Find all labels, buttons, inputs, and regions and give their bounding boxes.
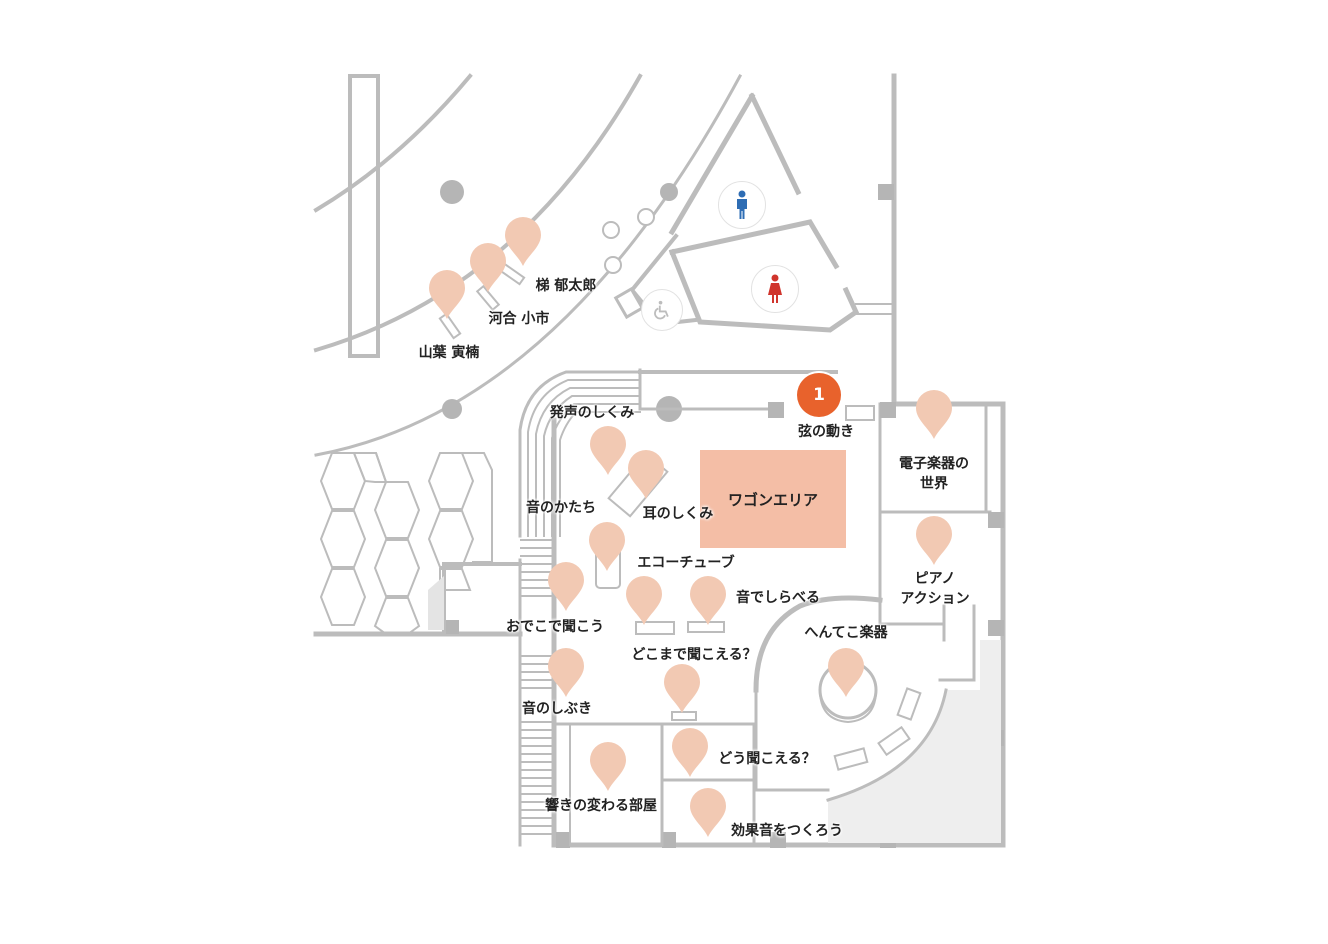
column (660, 183, 678, 201)
wall-arc (313, 73, 473, 213)
stairs (559, 411, 641, 537)
wall-segment (613, 286, 645, 320)
map-pin-icon[interactable] (671, 728, 709, 778)
bench (896, 687, 922, 721)
label-dou[interactable]: どう聞こえる？ (718, 751, 816, 767)
label-katachi[interactable]: 音のかたち (526, 500, 596, 516)
column (878, 184, 894, 200)
label-piano[interactable]: ピアノ アクション (900, 571, 970, 607)
wheelchair-icon (641, 289, 683, 331)
exhibit-number-badge[interactable]: 1 (797, 373, 841, 417)
label-odeko[interactable]: おでこで聞こう (506, 619, 604, 635)
column (602, 221, 620, 239)
male-restroom-icon (718, 181, 766, 229)
column (768, 402, 784, 418)
wall-segment (668, 92, 756, 236)
column (556, 832, 570, 848)
map-pin-icon[interactable] (547, 562, 585, 612)
column (988, 620, 1004, 636)
stairs (520, 539, 554, 835)
bench (877, 725, 911, 757)
label-gen[interactable]: 弦の動き (798, 424, 854, 440)
map-pin-icon[interactable] (915, 516, 953, 566)
exhibit-table (635, 621, 675, 635)
column (880, 402, 896, 418)
label-hassei[interactable]: 発声のしくみ (549, 405, 635, 421)
column (637, 208, 655, 226)
column (604, 256, 622, 274)
wall-arc (826, 688, 948, 802)
exhibit-table (671, 711, 697, 721)
map-pin-icon[interactable] (469, 243, 507, 293)
column (988, 512, 1004, 528)
stairs (543, 395, 641, 537)
stairs (527, 379, 641, 537)
stairs (518, 370, 642, 538)
label-hibiki[interactable]: 響きの変わる部屋 (545, 798, 657, 814)
hexagon-floor (319, 452, 475, 635)
wall-segment (754, 688, 830, 792)
bench (833, 747, 869, 771)
label-kouka[interactable]: 効果音をつくろう (731, 823, 843, 839)
label-hentekko[interactable]: へんてこ楽器 (804, 625, 888, 641)
map-pin-icon[interactable] (588, 522, 626, 572)
map-pin-icon[interactable] (589, 742, 627, 792)
map-pin-icon[interactable] (547, 648, 585, 698)
map-pin-icon[interactable] (915, 390, 953, 440)
wall-arc (818, 688, 878, 724)
map-pin-icon[interactable] (689, 576, 727, 626)
label-denshi[interactable]: 電子楽器の 世界 (899, 456, 969, 492)
wall-arc (314, 73, 743, 457)
wall-segment (669, 219, 840, 270)
label-kawai[interactable]: 河合 小市 (488, 311, 550, 327)
map-pin-icon[interactable] (589, 426, 627, 476)
label-kakehashi[interactable]: 梯 郁太郎 (535, 278, 597, 294)
wall-segment (638, 368, 772, 411)
map-pin-icon[interactable] (625, 576, 663, 626)
label-dokomade[interactable]: どこまで聞こえる？ (631, 647, 757, 663)
wall-segment (855, 303, 895, 315)
restricted-area (828, 640, 1001, 845)
map-pin-icon[interactable] (827, 648, 865, 698)
wall-segment (878, 402, 946, 626)
female-restroom-icon (751, 265, 799, 313)
hatched-area (428, 576, 444, 630)
wall-arc (753, 595, 883, 693)
column (445, 620, 459, 634)
wall-segment (938, 604, 976, 682)
wall-segment (348, 74, 380, 358)
map-pin-icon[interactable] (689, 788, 727, 838)
label-mimi[interactable]: 耳のしくみ (642, 506, 714, 522)
map-pin-icon[interactable] (504, 217, 542, 267)
statue-base (475, 284, 501, 312)
column (770, 832, 786, 848)
label-yamaha[interactable]: 山葉 寅楠 (418, 345, 480, 361)
label-echo[interactable]: エコーチューブ (637, 555, 735, 571)
label-shibuki[interactable]: 音のしぶき (522, 701, 592, 717)
exterior-wall (551, 401, 1006, 848)
wall-segment (845, 405, 875, 421)
column (662, 832, 676, 848)
statue-base (438, 312, 462, 340)
map-pin-icon[interactable] (663, 664, 701, 714)
column (442, 399, 462, 419)
exhibit-table (687, 621, 725, 633)
column (440, 180, 464, 204)
map-pin-icon[interactable] (627, 450, 665, 500)
label-shiraberu[interactable]: 音でしらべる (736, 590, 820, 606)
map-pin-icon[interactable] (428, 270, 466, 320)
wall-segment (668, 248, 860, 333)
wall-segment (748, 92, 802, 196)
stairs (535, 387, 641, 537)
wagon-area[interactable]: ワゴンエリア (700, 450, 846, 548)
